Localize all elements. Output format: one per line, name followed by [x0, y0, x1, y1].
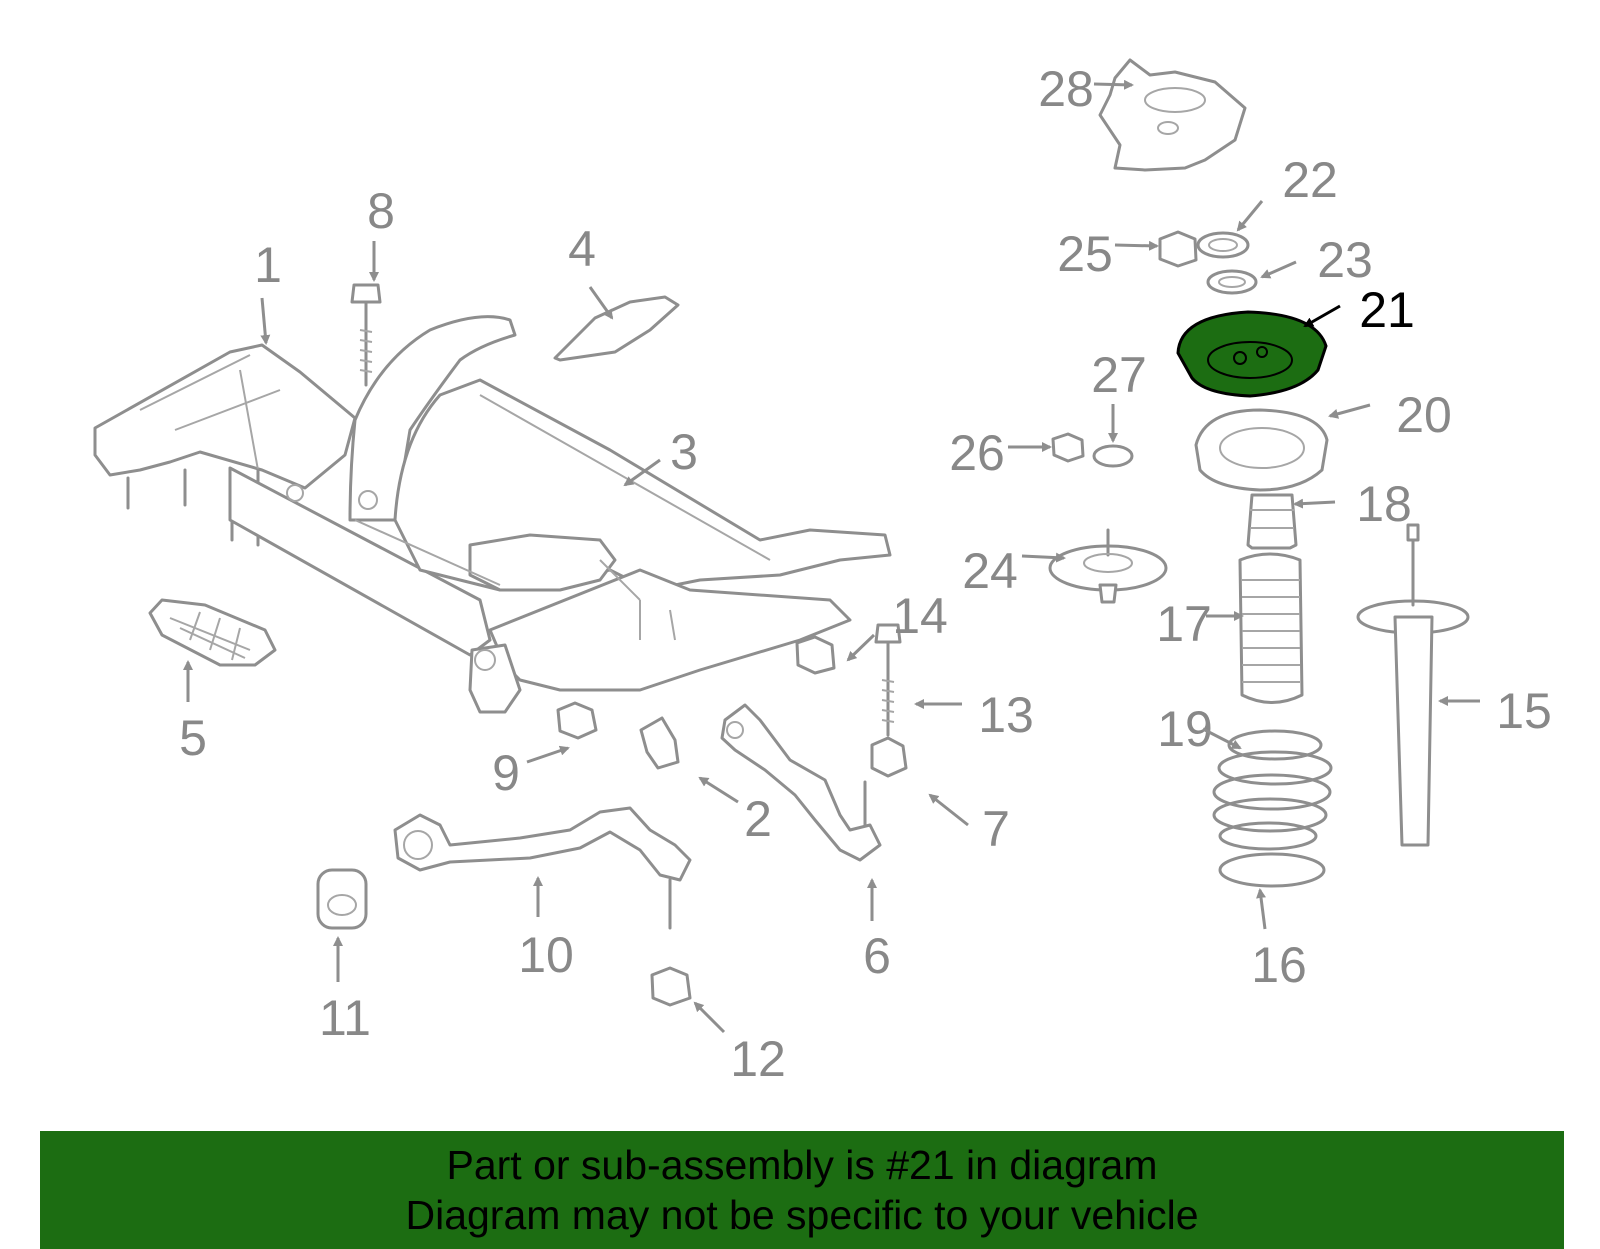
callout-22: 22: [1282, 152, 1338, 208]
callout-7: 7: [982, 801, 1010, 857]
callout-3: 3: [670, 424, 698, 480]
strut-tower-part-28: [1098, 58, 1247, 172]
nut-part-9: [556, 701, 598, 740]
leader-arrow-22: [1236, 200, 1264, 232]
leader-arrow-28: [1093, 79, 1134, 90]
leader-arrow-16: [1256, 888, 1267, 930]
spring-pad-part-20: [1194, 408, 1329, 492]
callout-15: 15: [1496, 683, 1552, 739]
leader-arrow-7: [928, 793, 969, 827]
callout-10: 10: [518, 927, 574, 983]
callout-17: 17: [1156, 596, 1212, 652]
leader-arrow-18: [1293, 498, 1336, 509]
callout-2: 2: [744, 791, 772, 847]
spring-seat-part-21: [1176, 310, 1328, 398]
bump-stop-part-18: [1246, 493, 1298, 550]
nut-part-14: [795, 635, 836, 675]
leader-arrow-21: [1303, 304, 1341, 328]
callout-18: 18: [1356, 476, 1412, 532]
cap-part-27: [1092, 444, 1134, 468]
control-arm-part-6: [720, 703, 882, 862]
strut-mount-part-24: [1048, 528, 1168, 604]
leader-arrow-19: [1202, 727, 1242, 750]
nut-part-7: [870, 736, 908, 778]
callout-11: 11: [319, 990, 371, 1046]
leader-arrow-3: [623, 458, 661, 487]
lower-arm-part-10: [393, 806, 692, 930]
leader-arrow-23: [1260, 260, 1297, 279]
leader-arrow-14: [846, 633, 876, 662]
banner-line-disclaimer: Diagram may not be specific to your vehi…: [405, 1192, 1199, 1238]
bracket-part: [553, 295, 680, 362]
callout-27: 27: [1091, 347, 1147, 403]
leader-arrow-12: [693, 1001, 726, 1034]
leader-arrow-2: [698, 776, 739, 804]
nut-part-12: [650, 966, 692, 1007]
bushing-part-2: [639, 716, 680, 770]
bolt-part-13: [874, 623, 902, 737]
callout-24: 24: [962, 543, 1018, 599]
nut-part-25: [1158, 230, 1198, 268]
callout-6: 6: [863, 928, 891, 984]
banner-line-part: Part or sub-assembly is #21 in diagram: [446, 1142, 1158, 1188]
info-banner: Part or sub-assembly is #21 in diagram D…: [40, 1131, 1564, 1249]
nut-part-26: [1051, 432, 1085, 463]
washer-part-22: [1196, 231, 1250, 259]
cover-part: [148, 598, 277, 667]
callout-20: 20: [1396, 387, 1452, 443]
callout-21: 21: [1359, 282, 1415, 338]
leader-arrow-20: [1328, 403, 1371, 419]
callout-labels: 1 2 3 4 5 6 7 8 9 10 11 12 13 14 15 16 1…: [179, 61, 1552, 1087]
leader-arrow-1: [260, 297, 271, 345]
leader-arrows: [183, 79, 1480, 1034]
callout-4: 4: [568, 221, 596, 277]
callout-14: 14: [892, 588, 948, 644]
leader-arrow-24: [1021, 552, 1066, 563]
dust-boot-part-17: [1238, 552, 1304, 704]
strut-part-15: [1356, 523, 1470, 847]
callout-26: 26: [949, 425, 1005, 481]
isolator-ring-part-16: [1218, 852, 1326, 888]
leader-arrow-9: [526, 745, 570, 764]
leader-arrow-25: [1114, 240, 1159, 251]
callout-28: 28: [1038, 61, 1094, 117]
subframe-part: [93, 315, 892, 714]
callout-25: 25: [1057, 226, 1113, 282]
callout-5: 5: [179, 710, 207, 766]
callout-9: 9: [492, 745, 520, 801]
callout-16: 16: [1251, 937, 1307, 993]
callout-12: 12: [730, 1031, 786, 1087]
callout-23: 23: [1317, 232, 1373, 288]
washer-part-23: [1206, 269, 1258, 295]
coil-spring-part-19: [1212, 729, 1333, 851]
bolt-part-8: [350, 283, 382, 387]
bushing-part-11: [316, 868, 368, 930]
leader-arrow-4: [588, 286, 614, 320]
callout-1: 1: [254, 237, 282, 293]
callout-8: 8: [367, 183, 395, 239]
callout-13: 13: [978, 687, 1034, 743]
